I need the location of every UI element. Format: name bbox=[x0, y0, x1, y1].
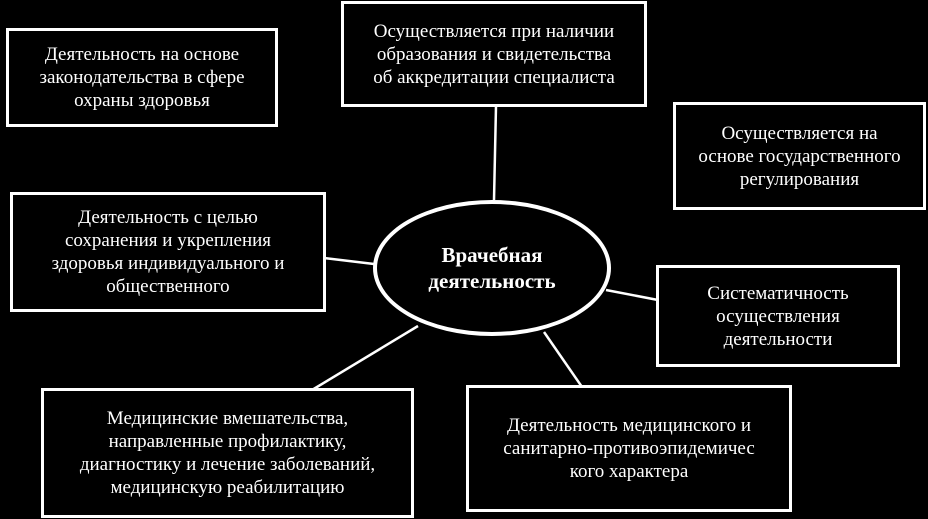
box-accreditation-line-1: Осуществляется при наличии bbox=[373, 20, 615, 42]
connector-medical-interventions bbox=[311, 324, 419, 392]
central-node-line-2: деятельность bbox=[428, 269, 556, 293]
box-medical-interventions-line-3: диагностику и лечение заболеваний, bbox=[79, 454, 376, 475]
box-accreditation-line-3: об аккредитации специалиста bbox=[373, 66, 615, 88]
box-legislation-line-2: законодательства в сфере bbox=[39, 67, 245, 88]
box-sanitary-line-3: кого характера bbox=[569, 461, 689, 482]
box-legislation-line-3: охраны здоровья bbox=[74, 90, 210, 111]
box-systematic-line-1: Систематичность bbox=[707, 282, 849, 304]
box-state-regulation-line-1: Осуществляется на bbox=[721, 122, 878, 144]
box-medical-interventions-line-4: медицинскую реабилитацию bbox=[110, 477, 345, 498]
box-medical-interventions-line-1: Медицинские вмешательства, bbox=[106, 408, 349, 429]
box-health-preservation: Деятельность с целью сохранения и укрепл… bbox=[10, 192, 326, 312]
box-health-preservation-line-4: общественного bbox=[106, 276, 230, 297]
central-node: Врачебная деятельность bbox=[373, 200, 611, 336]
box-state-regulation-line-2: основе государственного bbox=[698, 145, 901, 167]
box-state-regulation-line-3: регулирования bbox=[739, 168, 860, 190]
box-legislation-line-1: Деятельность на основе bbox=[44, 44, 240, 65]
box-systematic: Систематичность осуществления деятельнос… bbox=[656, 265, 900, 367]
connector-sanitary bbox=[542, 331, 584, 388]
central-node-line-1: Врачебная bbox=[441, 243, 543, 267]
box-state-regulation: Осуществляется на основе государственног… bbox=[673, 102, 926, 210]
box-accreditation: Осуществляется при наличии образования и… bbox=[341, 1, 647, 107]
box-systematic-line-3: деятельности bbox=[723, 328, 833, 350]
connector-health-preservation bbox=[323, 256, 375, 266]
box-health-preservation-line-1: Деятельность с целью bbox=[78, 207, 258, 228]
box-sanitary-line-1: Деятельность медицинского и bbox=[506, 415, 751, 436]
box-accreditation-line-2: образования и свидетельства bbox=[376, 43, 612, 65]
connector-systematic bbox=[605, 288, 659, 302]
box-sanitary-line-2: санитарно-противоэпидемичес bbox=[503, 438, 755, 459]
box-medical-interventions-line-2: направленные профилактику, bbox=[108, 431, 347, 452]
box-systematic-line-2: осуществления bbox=[716, 305, 840, 327]
connector-accreditation bbox=[492, 105, 498, 201]
box-medical-interventions: Медицинские вмешательства, направленные … bbox=[41, 388, 414, 518]
box-health-preservation-line-3: здоровья индивидуального и bbox=[51, 253, 285, 274]
box-legislation: Деятельность на основе законодательства … bbox=[6, 28, 278, 127]
box-health-preservation-line-2: сохранения и укрепления bbox=[64, 230, 272, 251]
box-sanitary: Деятельность медицинского и санитарно-пр… bbox=[466, 385, 792, 512]
